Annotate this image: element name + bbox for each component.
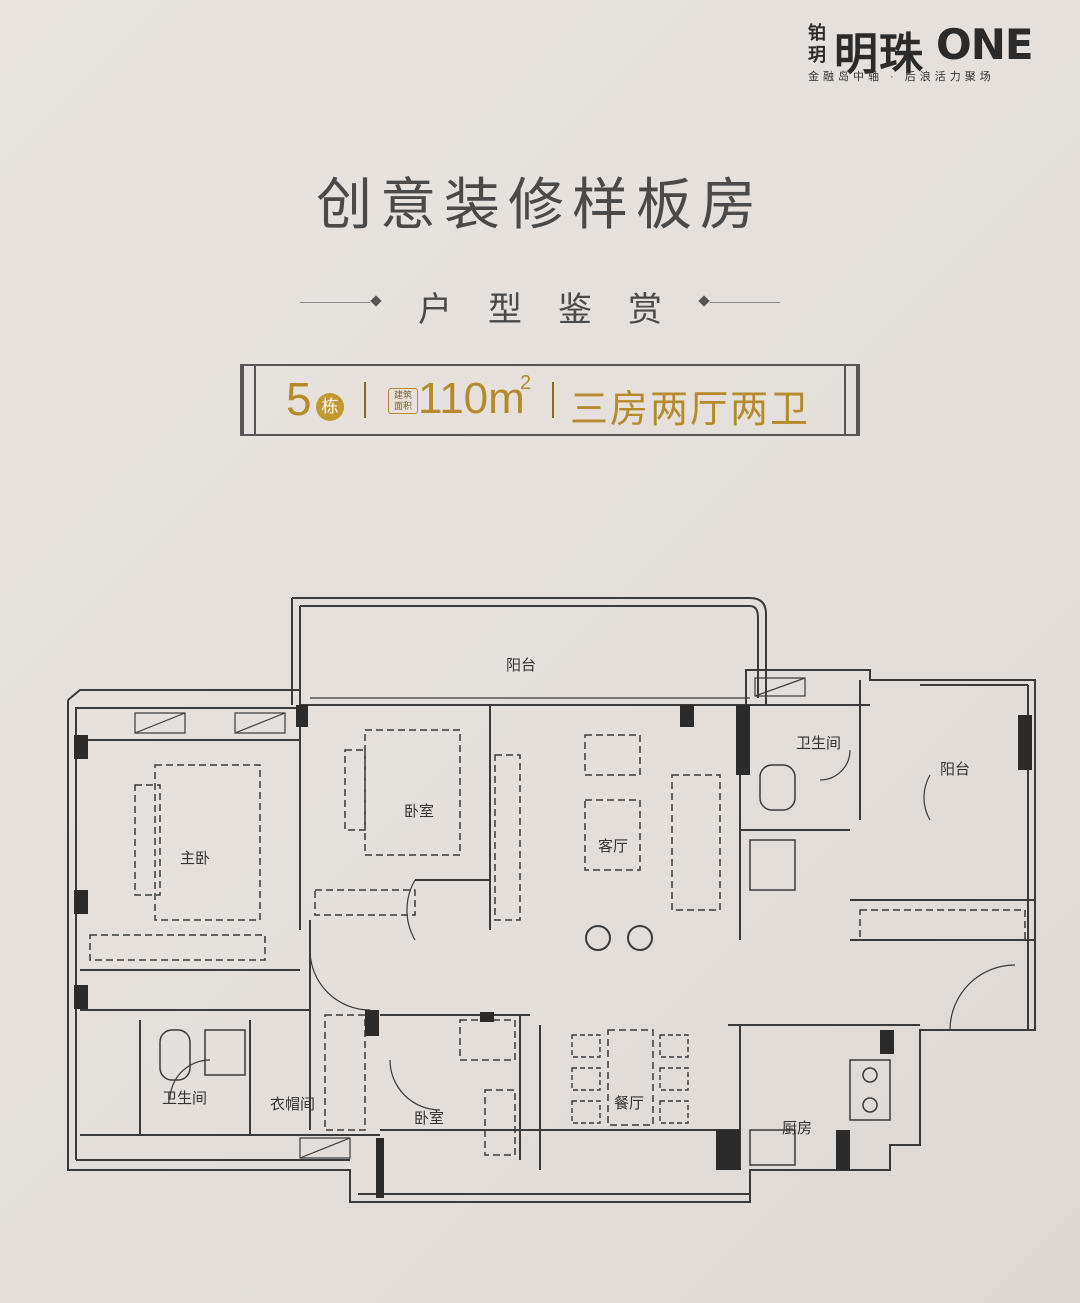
room-bedroom-mid: 卧室 xyxy=(404,803,435,820)
room-balcony-top: 阳台 xyxy=(506,657,537,674)
left-rule xyxy=(300,302,370,303)
separator xyxy=(364,382,366,418)
room-bedroom-bottom: 卧室 xyxy=(414,1110,445,1127)
brand-logo: 铂玥 明珠 ONE 金融岛中轴 · 后浪活力聚场 xyxy=(808,18,1068,88)
building-number: 5 xyxy=(286,373,312,425)
floor-plan: 阳台 卫生间 阳台 卧室 主卧 客厅 卫生间 衣帽间 卧室 餐厅 厨房 xyxy=(60,590,1040,1230)
room-bathroom-left: 卫生间 xyxy=(162,1090,208,1107)
room-balcony-right: 阳台 xyxy=(940,761,971,778)
room-dining-room: 餐厅 xyxy=(614,1095,645,1112)
building-unit-badge: 栋 xyxy=(316,393,344,421)
right-rule xyxy=(710,302,780,303)
banner-left-cap xyxy=(242,366,256,434)
subtitle-block: 户型鉴赏 xyxy=(300,282,780,329)
brand-main-text: 明珠 xyxy=(834,30,924,79)
page-subtitle: 户型鉴赏 xyxy=(418,291,698,329)
room-living-room: 客厅 xyxy=(598,838,629,855)
area-label: 建筑面积 xyxy=(388,388,418,414)
banner-frame xyxy=(240,364,860,436)
room-master-bedroom: 主卧 xyxy=(180,850,211,867)
layout-type: 三房两厅两卫 xyxy=(570,389,811,431)
floor-plan-drawing xyxy=(67,597,1036,1203)
brand-tagline: 金融岛中轴 · 后浪活力聚场 xyxy=(808,71,995,83)
separator xyxy=(552,382,554,418)
unit-info-banner: 5 栋 建筑面积 110m 2 三房两厅两卫 xyxy=(240,364,860,436)
room-bathroom-right: 卫生间 xyxy=(796,735,842,752)
brand-one-text: ONE xyxy=(936,20,1034,69)
room-cloakroom: 衣帽间 xyxy=(270,1096,316,1113)
banner-right-cap xyxy=(844,366,858,434)
page-title: 创意装修样板房 xyxy=(316,173,764,238)
room-kitchen: 厨房 xyxy=(782,1120,813,1137)
area-value: 110m xyxy=(418,374,525,423)
area-superscript: 2 xyxy=(520,372,532,394)
brand-small-text: 铂玥 xyxy=(808,23,826,65)
